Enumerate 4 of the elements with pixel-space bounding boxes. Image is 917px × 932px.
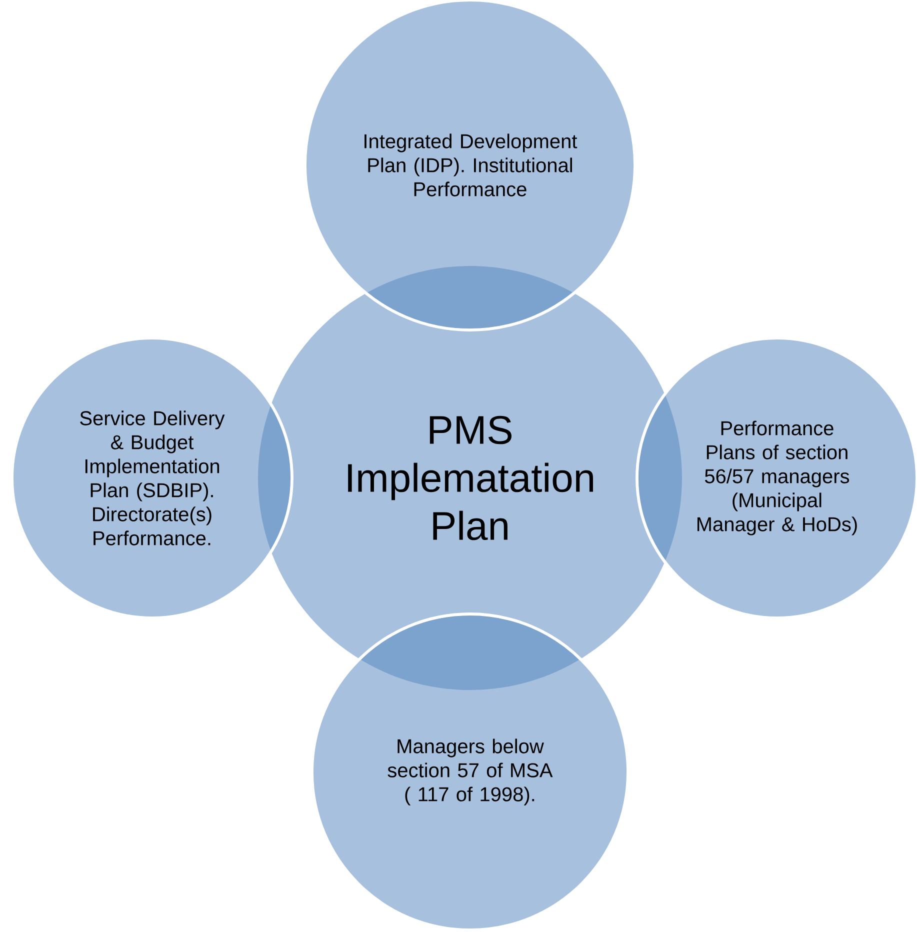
node-label: Managers below section 57 of MSA ( 117 of 1998). <box>388 738 553 806</box>
node-label: Service Delivery & Budget Implementation Plan (SDBIP). Directorate(s) Performance. <box>80 410 225 546</box>
node-label: Integrated Development Plan (IDP). Institutional Performance <box>364 134 578 196</box>
node-label: Performance Plans of section 56/57 managers (Municipal Manager & HoDs) <box>697 420 857 536</box>
